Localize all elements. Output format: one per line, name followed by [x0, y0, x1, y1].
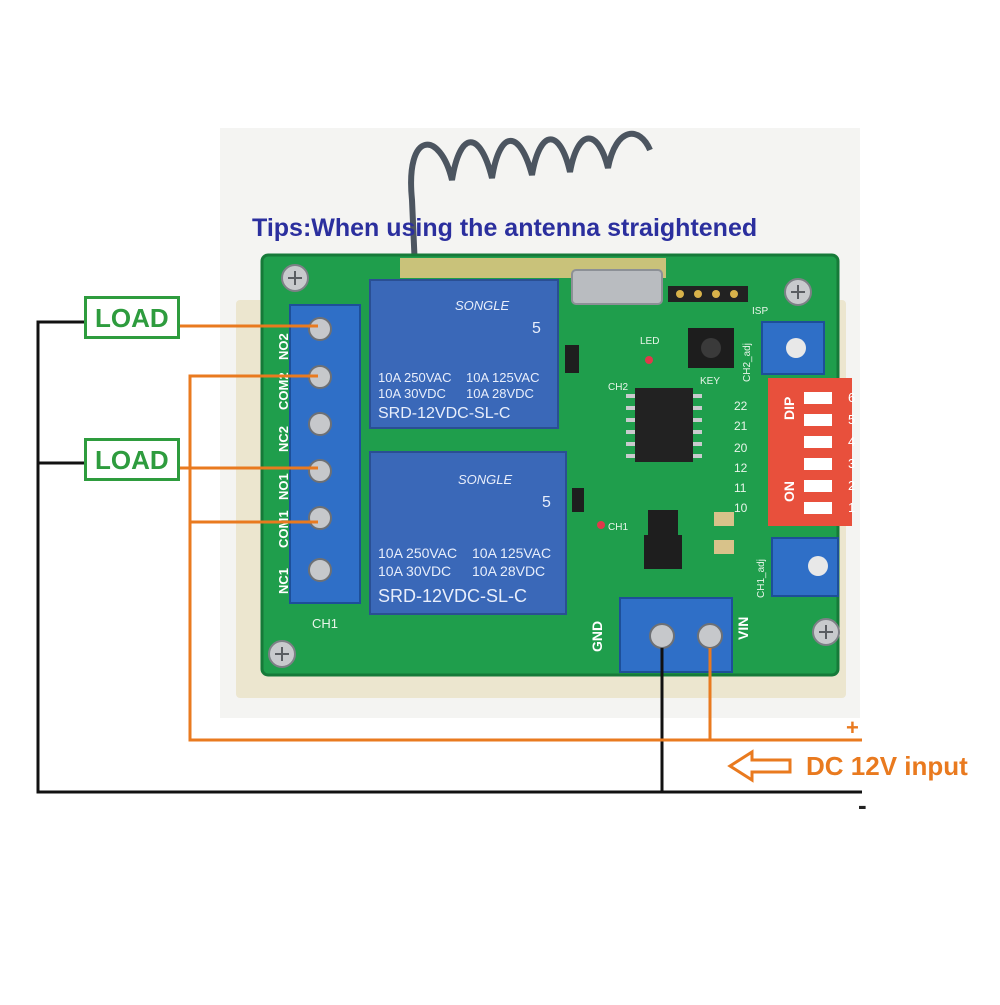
dip-pin-labels: 22 21 20 12 11 10 — [734, 399, 748, 515]
relay-terminal-block — [289, 304, 361, 604]
potentiometer-ch1 — [771, 537, 839, 597]
ic-chip — [626, 388, 702, 462]
input-arrow-icon — [727, 749, 792, 783]
label-isp: ISP — [752, 306, 768, 317]
led-icon — [645, 356, 653, 364]
plus-sign: + — [846, 715, 859, 740]
orange-wires — [180, 324, 862, 742]
relay-2-mark: 5 — [542, 494, 551, 511]
dip-pin-11: 11 — [734, 481, 747, 495]
dip-label: DIP — [781, 397, 797, 420]
dip-pin-22: 22 — [734, 399, 748, 413]
crystal — [571, 269, 663, 305]
dip-number-5: 5 — [848, 412, 855, 427]
terminal-labels: NO2 COM2 NC2 NO1 COM1 NC1 — [276, 333, 291, 594]
potentiometer-ch2 — [761, 321, 825, 375]
label-ch1-small: CH1 — [608, 522, 628, 533]
dip-number-4: 4 — [848, 434, 855, 449]
antenna-icon — [408, 130, 653, 269]
terminal-com1: COM1 — [276, 510, 291, 548]
dip-number-6: 6 — [848, 390, 855, 405]
tips-caption: Tips:When using the antenna straightened — [252, 214, 758, 242]
label-ch2-adj: CH2_adj — [742, 343, 753, 382]
board-silkscreen: CH2_adj CH1_adj KEY LED CH2 CH1 ISP — [608, 306, 768, 598]
relay-2-rating-left-2: 10A 30VDC — [378, 563, 451, 579]
black-wires — [36, 320, 862, 794]
label-ch1-adj: CH1_adj — [756, 559, 767, 598]
power-terminal-block — [619, 597, 733, 673]
dip-pin-20: 20 — [734, 441, 748, 455]
load-box-2: LOAD — [84, 438, 180, 481]
terminal-no2: NO2 — [276, 333, 291, 360]
relay-2-rating-left-1: 10A 250VAC — [378, 545, 457, 561]
label-key: KEY — [700, 376, 720, 387]
relay-2-rating-right-1: 10A 125VAC — [472, 545, 551, 561]
dip-number-3: 3 — [848, 456, 855, 471]
dc-input-label: DC 12V input — [806, 751, 968, 781]
label-ch1: CH1 — [312, 616, 338, 631]
dip-number-1: 1 — [848, 500, 855, 515]
terminal-nc2: NC2 — [276, 426, 291, 452]
relay-1-rating-left-2: 10A 30VDC — [378, 386, 446, 401]
dip-number-2: 2 — [848, 478, 855, 493]
dip-pin-10: 10 — [734, 501, 748, 515]
relay-1-rating-left-1: 10A 250VAC — [378, 370, 451, 385]
dip-switch: DIP ON 1 2 3 4 5 6 — [768, 378, 855, 526]
terminal-gnd: GND — [589, 621, 605, 652]
terminal-nc1: NC1 — [276, 568, 291, 594]
terminal-com2: COM2 — [276, 372, 291, 410]
label-ch2: CH2 — [608, 382, 628, 393]
screw-slots — [275, 271, 833, 661]
terminal-no1: NO1 — [276, 473, 291, 500]
relay-1: SONGLE 5 10A 250VAC 10A 30VDC 10A 125VAC… — [369, 279, 559, 429]
label-led: LED — [640, 336, 659, 347]
relay-1-model: SRD-12VDC-SL-C — [378, 405, 510, 422]
relay-2-model: SRD-12VDC-SL-C — [378, 586, 527, 606]
relay-1-mark: 5 — [532, 320, 541, 337]
relay-1-rating-right-1: 10A 125VAC — [466, 370, 539, 385]
terminal-vin: VIN — [735, 617, 751, 640]
key-button — [688, 328, 734, 368]
relay-2-rating-right-2: 10A 28VDC — [472, 563, 545, 579]
load-box-1: LOAD — [84, 296, 180, 339]
isp-header — [668, 286, 748, 302]
dip-pin-21: 21 — [734, 419, 748, 433]
relay-2-brand: SONGLE — [458, 472, 513, 487]
dip-on-label: ON — [781, 481, 797, 502]
relay-1-brand: SONGLE — [455, 298, 510, 313]
relay-2: SONGLE 5 10A 250VAC 10A 30VDC 10A 125VAC… — [369, 451, 567, 615]
smd-components — [565, 345, 734, 569]
led-icon-ch1 — [597, 521, 605, 529]
minus-sign: - — [858, 790, 867, 820]
relay-1-rating-right-2: 10A 28VDC — [466, 386, 534, 401]
dip-pin-12: 12 — [734, 461, 748, 475]
